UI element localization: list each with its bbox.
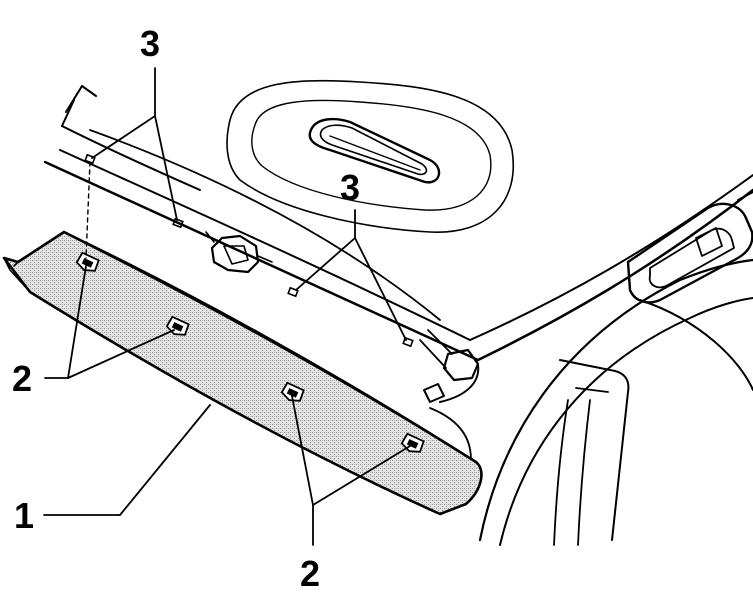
hole-2 [172, 217, 184, 229]
clip-3 [280, 381, 305, 402]
roof-structure [43, 85, 753, 362]
door-pillar [478, 258, 753, 546]
clip-1 [75, 251, 100, 272]
roof-panel [226, 79, 514, 233]
roof-light [308, 117, 441, 184]
leader-lines [43, 67, 411, 546]
hole-3 [287, 286, 299, 298]
label-holes-top: 3 [140, 23, 160, 64]
label-clips-left: 2 [12, 358, 32, 399]
alignment-line [85, 161, 91, 259]
hole-1 [84, 153, 96, 165]
label-trim-panel: 1 [14, 495, 34, 536]
label-holes-right: 3 [340, 167, 360, 208]
mounting-holes [84, 153, 414, 348]
latch-bracket [205, 231, 273, 274]
trim-panel [2, 230, 483, 516]
hole-4 [402, 336, 414, 348]
label-clips-bottom: 2 [300, 553, 320, 594]
